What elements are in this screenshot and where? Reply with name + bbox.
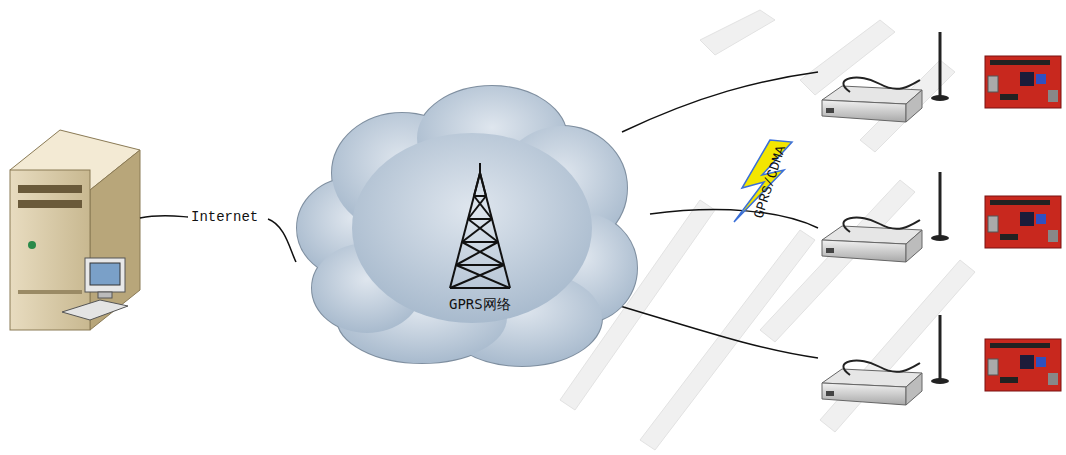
node-label: GPRS网络 <box>449 296 511 314</box>
wireless-bolt <box>734 140 792 222</box>
wire <box>140 72 818 358</box>
led-control-board <box>985 196 1061 248</box>
gprs-modem <box>822 172 949 262</box>
led-control-board <box>985 339 1061 391</box>
gprs-modem <box>822 315 949 405</box>
network-cloud: GPRS网络 <box>292 78 644 373</box>
cloud-outline <box>292 78 644 373</box>
server-computer <box>10 130 140 330</box>
radio-tower <box>450 163 510 288</box>
link-label: Internet <box>190 209 259 225</box>
led-control-board <box>985 56 1061 108</box>
gprs-modem <box>822 32 949 122</box>
